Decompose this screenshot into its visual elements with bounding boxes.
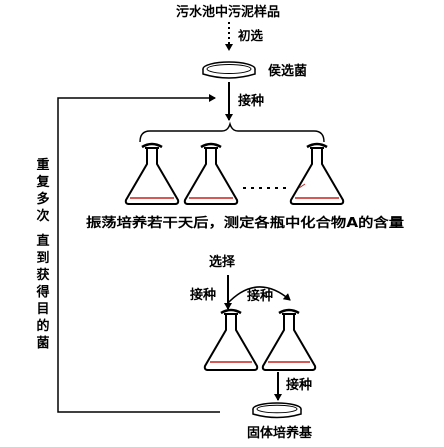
inoculate-arc-label: 接种: [247, 288, 273, 304]
side-char-2: 复: [35, 174, 50, 190]
side-char-5: 直: [36, 233, 49, 249]
inoculate-left-label: 接种: [190, 287, 216, 303]
side-char-8: 得: [35, 284, 49, 300]
screening-label: 初选: [238, 28, 264, 43]
flask-1: [124, 142, 180, 205]
source-label: 污水池中污泥样品: [176, 4, 280, 20]
flask-select-1: [203, 308, 259, 371]
flask-select-2: [261, 308, 317, 371]
feedback-loop-line: [57, 94, 220, 413]
flask-2: [183, 142, 239, 205]
group-brace: [139, 121, 325, 143]
side-char-10: 的: [36, 318, 49, 334]
transfer-arc-arrow: [226, 286, 291, 305]
side-char-6: 到: [36, 251, 49, 266]
petri-dish-candidate: [202, 61, 256, 79]
measure-caption: 振荡培养若干天后，测定各瓶中化合物A的含量: [86, 215, 404, 231]
solid-medium-label: 固体培养基: [247, 425, 313, 441]
side-char-4: 次: [36, 208, 49, 224]
flask-n: [289, 142, 345, 205]
inoculate-bottom-label: 接种: [286, 377, 312, 393]
candidate-label: 侯选菌: [268, 63, 307, 79]
side-char-11: 菌: [36, 335, 49, 351]
side-char-7: 获: [36, 267, 49, 283]
select-label: 选择: [209, 254, 236, 270]
side-char-3: 多: [36, 191, 49, 207]
inoculate-label-1: 接种: [238, 93, 264, 109]
side-char-1: 重: [36, 157, 49, 173]
side-char-9: 目: [36, 302, 49, 317]
petri-dish-solid-medium: [252, 402, 302, 419]
